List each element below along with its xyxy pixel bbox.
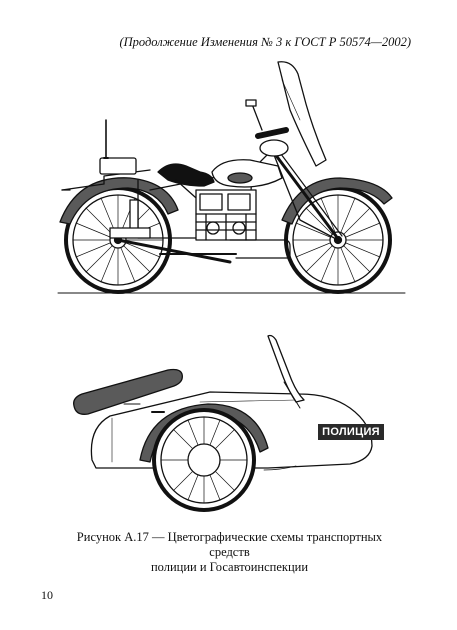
sidecar-illustration — [73, 334, 373, 512]
front-fork — [270, 148, 338, 238]
page-number: 10 — [41, 588, 53, 602]
caption-line-1: Рисунок А.17 — Цветографические схемы тр… — [76, 530, 383, 559]
handlebar — [255, 127, 289, 139]
police-label-background — [318, 424, 384, 440]
exhaust-pipe — [229, 239, 291, 259]
front-fender — [281, 177, 393, 225]
figure-caption: Рисунок А.17 — Цветографические схемы тр… — [62, 530, 397, 575]
rear-shock — [129, 199, 139, 233]
headlamp — [259, 139, 289, 157]
rear-fender — [59, 177, 179, 225]
windshield — [277, 61, 327, 167]
radio-box — [99, 157, 137, 175]
sidecar-bolster — [73, 368, 183, 415]
sidecar-windshield — [267, 334, 305, 403]
caption-line-2: полиции и Госавтоинспекции — [150, 560, 309, 574]
police-label: ПОЛИЦИЯ — [322, 426, 380, 438]
engine — [195, 189, 257, 241]
page-header: (Продолжение Изменения № 3 к ГОСТ Р 5057… — [119, 35, 411, 49]
